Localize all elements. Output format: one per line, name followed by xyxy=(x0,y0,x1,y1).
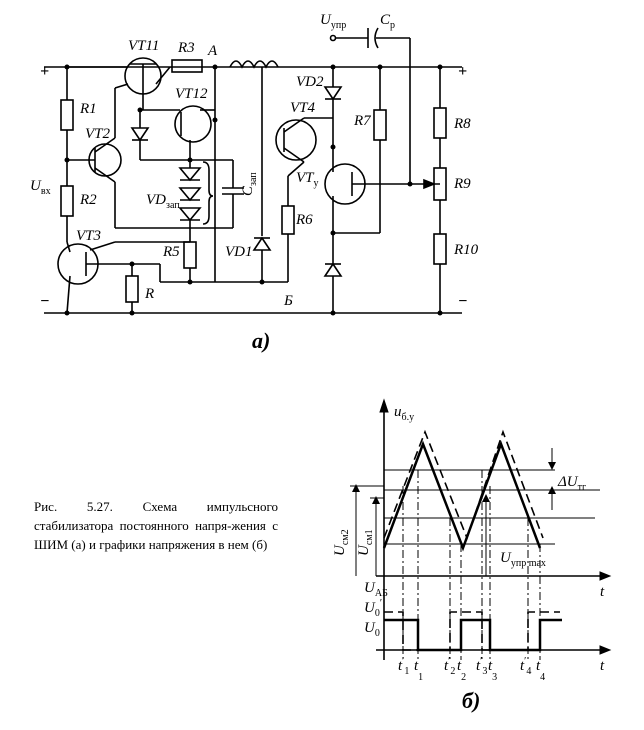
u0-label: U0 xyxy=(364,620,380,639)
t-axis-top-label: t xyxy=(600,584,605,600)
resistor-r7 xyxy=(373,109,387,141)
cp-label: Cр xyxy=(380,12,395,31)
voltage-graphs xyxy=(350,398,612,660)
inductor xyxy=(229,60,279,69)
plus-left: + xyxy=(40,63,49,80)
resistor-r5 xyxy=(183,241,197,269)
vt2-label: VT2 xyxy=(85,126,111,142)
time-tick-label: t2 xyxy=(457,658,466,683)
transistor-vt4 xyxy=(275,119,317,161)
circuit-labels: + + − − Uвх Uупр Cр VT11 R3 A VT12 VD2 V… xyxy=(30,12,479,353)
zener-diode-2 xyxy=(178,187,202,202)
r1-label: R1 xyxy=(79,101,97,117)
vd1-label: VD1 xyxy=(225,244,253,260)
r8-label: R8 xyxy=(453,116,471,132)
time-tick-label: t′1 xyxy=(398,656,409,677)
vt11-label: VT11 xyxy=(128,38,159,54)
vt12-label: VT12 xyxy=(175,86,208,102)
vd-zap-label: VDзап xyxy=(146,192,180,211)
vt3-label: VT3 xyxy=(76,228,101,244)
u0-prime-label: U0′ xyxy=(364,598,382,619)
u-cm1-label: Uсм1 xyxy=(356,529,375,556)
r6-label: R6 xyxy=(295,212,313,228)
plus-right: + xyxy=(458,63,467,80)
time-tick-label: t1 xyxy=(414,658,423,683)
time-tick-label: t′4 xyxy=(520,656,531,677)
zener-diode-1 xyxy=(178,167,202,182)
r7-label: R7 xyxy=(353,113,372,129)
u-cm2-label: Uсм2 xyxy=(332,529,351,556)
r-label: R xyxy=(144,286,154,302)
diode-vd2 xyxy=(323,86,343,101)
time-tick-label: t3 xyxy=(488,658,497,683)
resistor-r3 xyxy=(171,59,203,73)
u-by-label: uб.у xyxy=(394,404,414,423)
r5-label: R5 xyxy=(162,244,180,260)
graph-labels: uб.у ΔUтг Uсм2 Uсм1 Uупр max UАБ U0′ U0 … xyxy=(332,404,605,713)
minus-right: − xyxy=(458,293,468,310)
u-upr-max-label: Uупр max xyxy=(500,550,546,569)
r2-label: R2 xyxy=(79,192,97,208)
delta-u-label: ΔUтг xyxy=(557,474,586,493)
resistor-r2 xyxy=(60,185,74,217)
figure-caption: Рис. 5.27. Схема импульсного стабилизато… xyxy=(34,497,278,554)
circuit-schematic xyxy=(44,27,462,316)
caption-text: Рис. 5.27. Схема импульсного стабилизато… xyxy=(34,499,278,552)
time-tick-label: t′3 xyxy=(476,656,487,677)
zener-diode-bottom xyxy=(323,262,343,277)
resistor-r1 xyxy=(60,99,74,131)
node-a-label: A xyxy=(207,43,218,59)
u-upr-label: Uупр xyxy=(320,12,346,31)
r10-label: R10 xyxy=(453,242,479,258)
time-tick-label: t4 xyxy=(536,658,545,683)
t-axis-bottom-label: t xyxy=(600,658,605,674)
vty-label: VTу xyxy=(296,170,319,189)
resistor-r8 xyxy=(433,107,447,139)
transistor-vt12 xyxy=(174,105,212,143)
r9-label: R9 xyxy=(453,176,471,192)
figure-b-label: б) xyxy=(462,688,480,713)
vd2-label: VD2 xyxy=(296,74,324,90)
resistor-r xyxy=(125,275,139,303)
u-vx-label: Uвх xyxy=(30,178,51,197)
resistor-r6 xyxy=(281,205,295,235)
c-zap-label: Cзап xyxy=(240,172,259,196)
vt4-label: VT4 xyxy=(290,100,316,116)
diode-vd1 xyxy=(252,236,272,251)
zener-diode-3 xyxy=(178,207,202,222)
minus-left: − xyxy=(40,293,50,310)
node-b-label: Б xyxy=(283,293,293,309)
figure-a-label: а) xyxy=(252,328,270,353)
r3-label: R3 xyxy=(177,40,195,56)
u-ab-label: UАБ xyxy=(364,580,388,599)
time-tick-label: t′2 xyxy=(444,656,455,677)
resistor-r10 xyxy=(433,233,447,265)
